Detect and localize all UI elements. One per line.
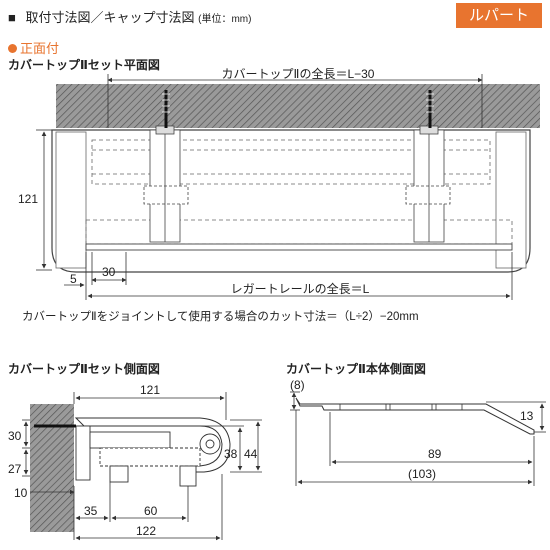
unit-label: (単位：mm)	[198, 14, 252, 25]
dim-30-side: 30	[8, 429, 22, 443]
bullet-dot-icon	[8, 44, 17, 53]
side-view-heading: カバートップⅡセット側面図	[8, 362, 160, 376]
dim-38: 38	[224, 447, 238, 461]
left-end-cap	[55, 131, 87, 269]
dim-89: 89	[428, 447, 442, 461]
dim-8: (8)	[290, 378, 305, 392]
dim-121-side: 121	[140, 383, 160, 397]
dim-30-top: 30	[102, 265, 116, 279]
dim-overall-length: カバートップⅡの全長＝L−30	[222, 66, 375, 81]
side-view-drawing: 121 38 44 30 27	[8, 383, 262, 541]
dim-rail-length: レガートレールの全長＝L	[231, 281, 370, 296]
dim-121-top: 121	[18, 192, 38, 206]
section-label-text: 正面付	[20, 41, 60, 56]
dim-10: 10	[14, 486, 28, 500]
bracket-right	[405, 125, 451, 243]
rail-bottom	[85, 243, 513, 251]
top-view-drawing: カバートップⅡの全長＝L−30	[18, 66, 540, 300]
wall-hatch	[30, 404, 74, 532]
dim-13: 13	[520, 409, 534, 423]
joint-cut-note: カバートップⅡをジョイントして使用する場合のカット寸法＝（L÷2）−20mm	[22, 311, 419, 323]
ceiling-hatch	[56, 84, 540, 128]
cover-body	[51, 129, 531, 273]
body-view-heading: カバートップⅡ本体側面図	[286, 362, 426, 376]
title-text: 取付寸法図／キャップ寸法図	[25, 10, 195, 25]
dim-35: 35	[84, 504, 98, 518]
dim-27: 27	[8, 462, 22, 476]
dim-60: 60	[144, 504, 158, 518]
body-view-drawing: (8) 13 89 (103)	[290, 378, 546, 486]
screw-right-icon	[426, 90, 434, 128]
body-ribs	[339, 404, 463, 411]
dim-122: 122	[136, 524, 156, 538]
dim-44: 44	[244, 447, 258, 461]
dim-103: (103)	[408, 467, 436, 481]
dim-5: 5	[70, 272, 77, 286]
section-label: 正面付	[8, 38, 59, 57]
body-profile	[295, 397, 535, 435]
bracket-left	[143, 125, 189, 243]
top-view-heading: カバートップⅡセット平面図	[8, 58, 160, 72]
side-bracket	[75, 425, 221, 487]
page-title: ■ 取付寸法図／キャップ寸法図 (単位：mm)	[8, 7, 251, 26]
title-bullet: ■	[8, 10, 16, 25]
screw-left-icon	[162, 90, 170, 128]
product-badge: ルパート	[456, 3, 542, 28]
